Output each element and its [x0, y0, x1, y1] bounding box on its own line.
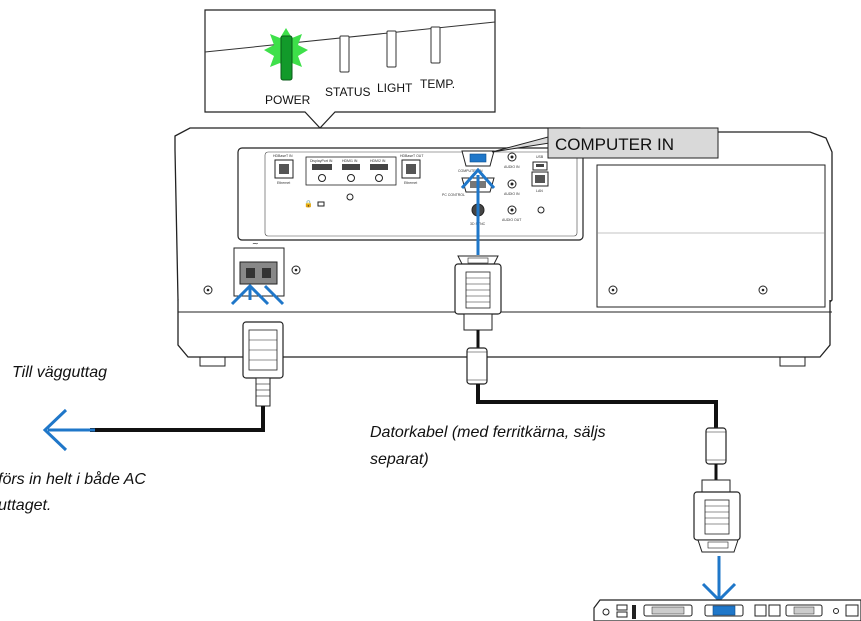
computer-in-callout-label: COMPUTER IN — [555, 135, 674, 154]
hdbaset-in-label: HDBaseT IN — [273, 154, 293, 158]
laptop-serial-port — [785, 604, 823, 617]
light-led — [386, 30, 397, 68]
power-label: POWER — [265, 93, 311, 107]
temp-label: TEMP. — [420, 77, 455, 91]
laptop-vga-port — [704, 604, 744, 617]
computer-in-port — [461, 150, 495, 167]
screw-icon — [611, 288, 615, 292]
hdbaset-out-label: HDBaseT OUT — [400, 154, 424, 158]
light-label: LIGHT — [377, 81, 413, 95]
audio-in-label: AUDIO IN — [504, 165, 520, 169]
note-line1: förs in helt i både AC — [0, 470, 146, 488]
lock-icon: 🔒 — [304, 200, 313, 208]
lan-label: LAN — [536, 189, 543, 193]
pc-control-label: PC CONTROL — [442, 193, 465, 197]
temp-led — [430, 26, 441, 64]
ac-inlet: ~ — [233, 239, 285, 297]
ethernet-out-label: Ethernet — [404, 181, 417, 185]
computer-cable-label-line2: separat) — [370, 451, 429, 468]
wall-arrow-icon — [42, 408, 95, 452]
hdmi1-port — [342, 164, 360, 182]
displayport-label: DisplayPort IN — [310, 159, 333, 163]
svg-text:~: ~ — [252, 239, 259, 248]
terminal-panel: HDBaseT IN Ethernet DisplayPort IN HDMI1… — [237, 147, 584, 241]
computer-in-callout: COMPUTER IN — [491, 127, 719, 159]
audio-out-label: AUDIO OUT — [502, 218, 522, 222]
laptop — [593, 599, 861, 621]
wall-outlet-label: Till vägguttag — [12, 364, 107, 381]
screw-icon — [294, 268, 298, 272]
hdmi1-label: HDMI1 IN — [342, 159, 358, 163]
laptop-parallel-port — [643, 604, 693, 617]
power-led — [280, 35, 293, 81]
status-label: STATUS — [325, 85, 371, 99]
hdmi2-label: HDMI2 IN — [370, 159, 386, 163]
power-cable — [90, 283, 285, 432]
hdmi2-port — [370, 164, 388, 182]
screw-icon — [761, 288, 765, 292]
computer-in-panel-label: COMPUTER IN — [458, 169, 483, 173]
displayport-port — [312, 164, 332, 182]
audio-in-2-label: AUDIO IN — [504, 192, 520, 196]
note-line2: uttaget. — [0, 497, 51, 514]
usb-label: USB — [536, 155, 544, 159]
screw-icon — [206, 288, 210, 292]
indicator-callout: POWER STATUS LIGHT TEMP. — [204, 9, 496, 129]
status-led — [339, 35, 350, 73]
computer-cable-label-line1: Datorkabel (med ferritkärna, säljs — [370, 424, 606, 441]
ethernet-label: Ethernet — [277, 181, 290, 185]
